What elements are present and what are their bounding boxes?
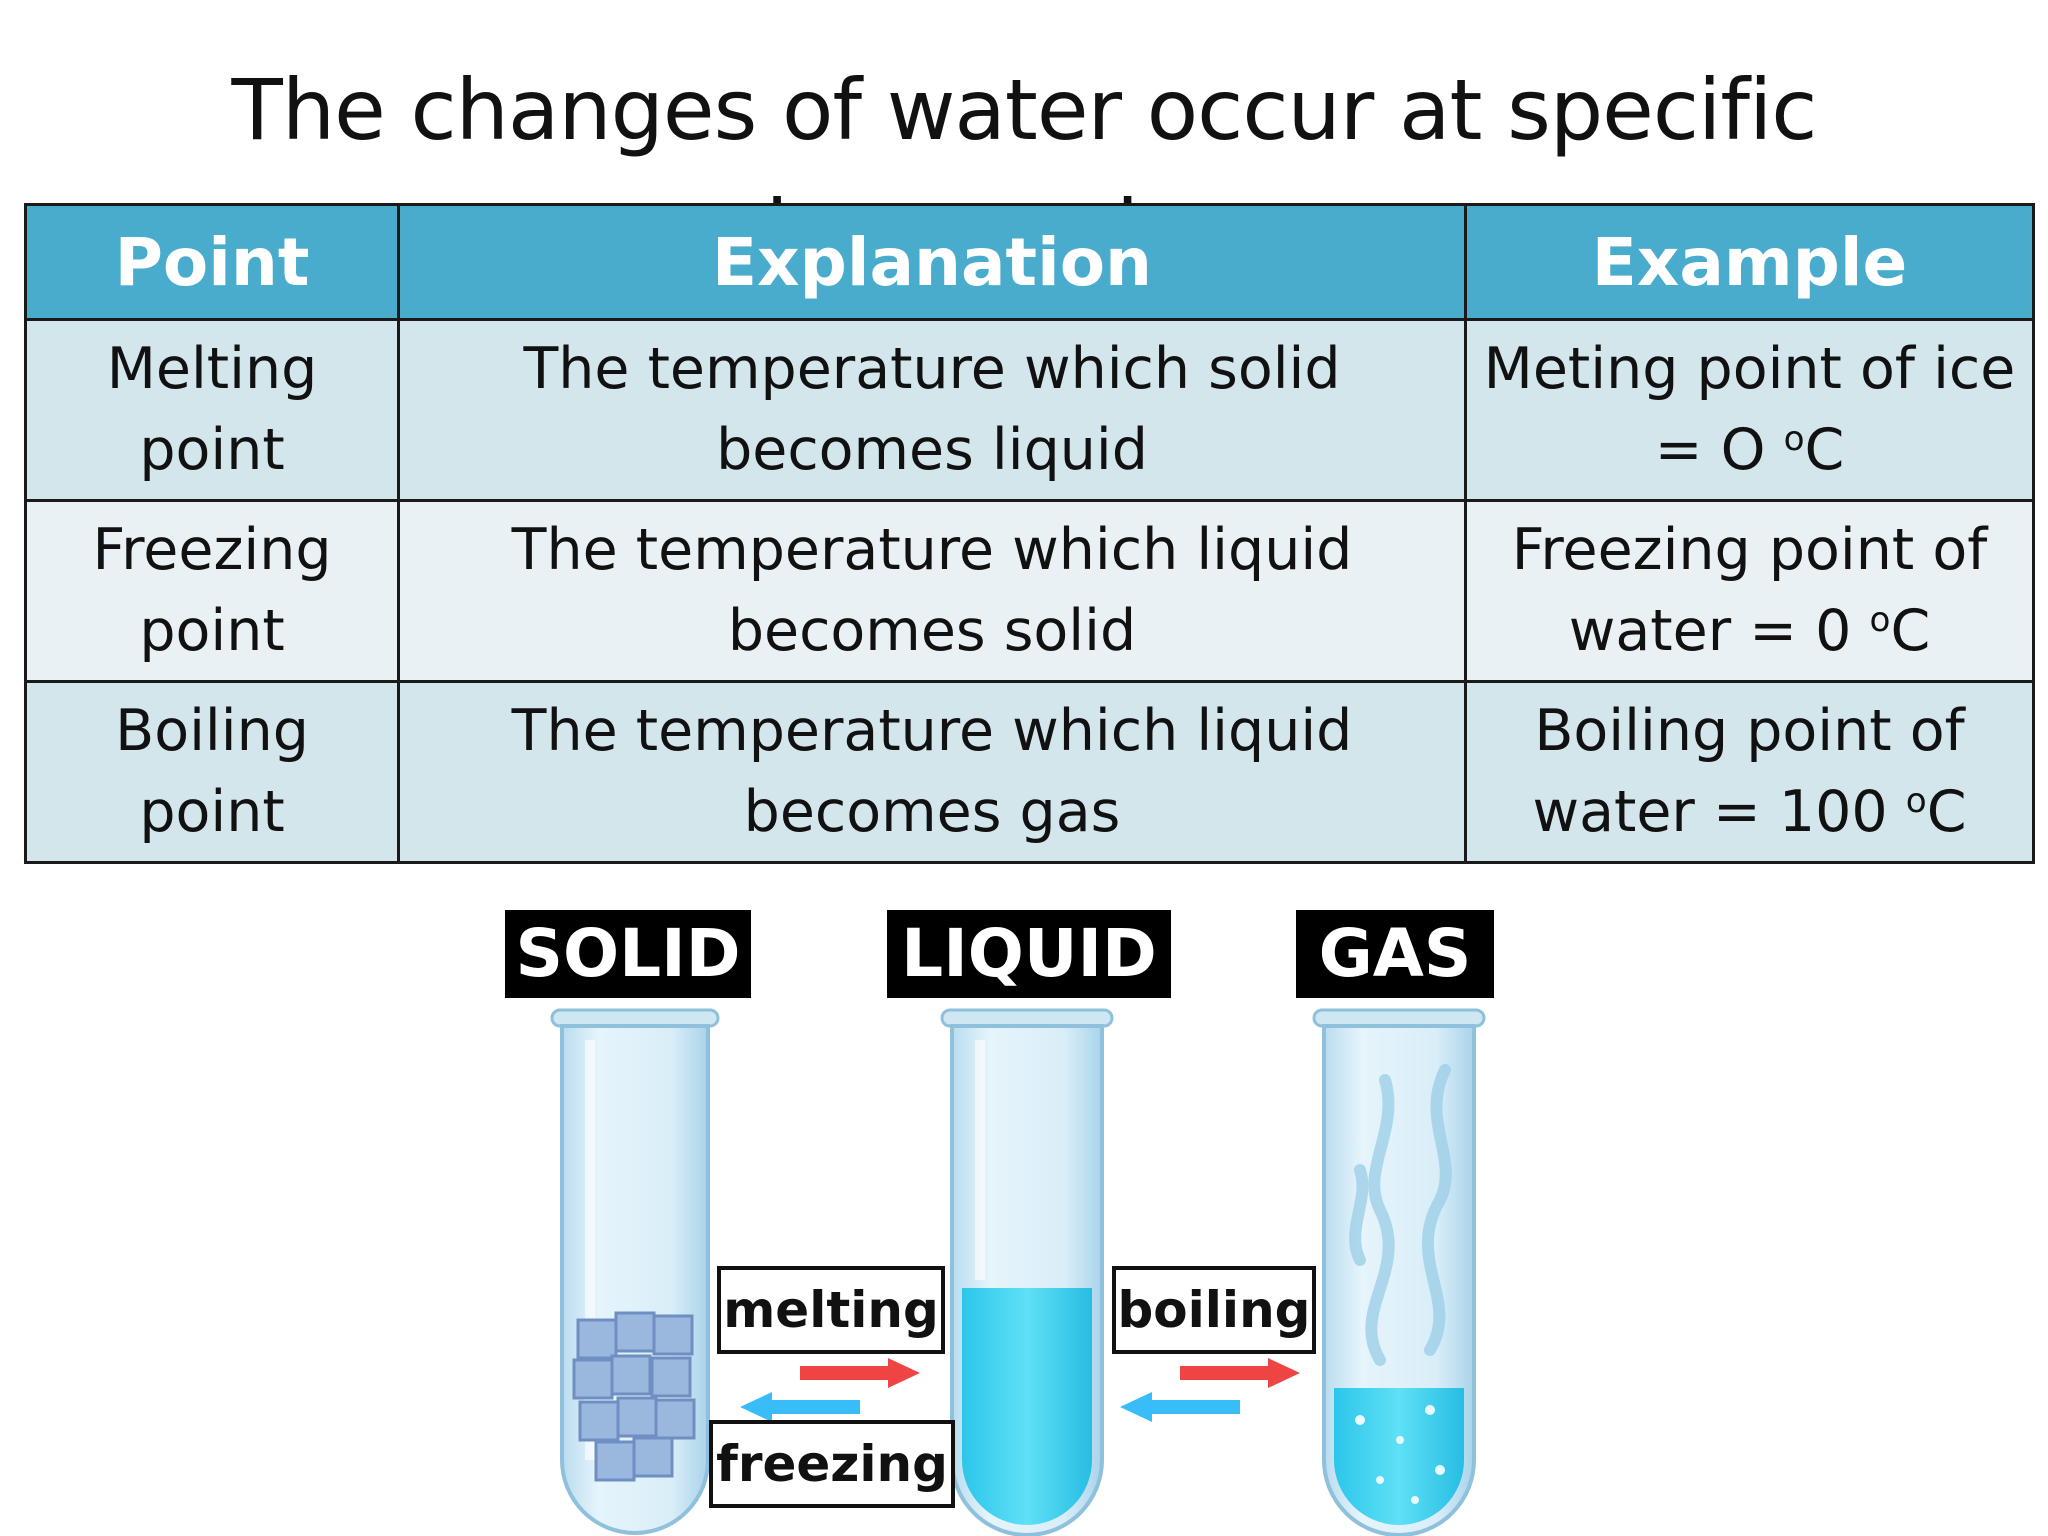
test-tubes-illustration: [550, 1008, 1486, 1536]
boiling-water: [1334, 1388, 1464, 1525]
gas-label: GAS: [1296, 910, 1494, 998]
explanation-line: becomes gas: [743, 779, 1121, 845]
unit: C: [1926, 779, 1967, 845]
gas-test-tube: [1312, 1008, 1486, 1536]
example-value: = O: [1654, 417, 1784, 483]
point-line: Boiling: [115, 698, 309, 764]
point-line: point: [139, 598, 285, 664]
example-cell: Boiling point of water = 100 oC: [1464, 680, 2035, 864]
example-cell: Meting point of ice = O oC: [1464, 318, 2035, 502]
boiling-arrow: [1180, 1358, 1300, 1388]
header-explanation: Explanation: [397, 203, 1467, 321]
explanation-line: becomes solid: [727, 598, 1137, 664]
explanation-cell: The temperature which liquid becomes sol…: [397, 499, 1467, 683]
solid-test-tube: [550, 1008, 720, 1535]
boiling-label: boiling: [1112, 1266, 1316, 1354]
point-cell: Freezing point: [24, 499, 400, 683]
steam-wisps: [1349, 1064, 1452, 1366]
freezing-arrow: [740, 1392, 860, 1422]
explanation-cell: The temperature which liquid becomes gas: [397, 680, 1467, 864]
example-line: Boiling point of: [1534, 698, 1965, 764]
table-row: Boiling point The temperature which liqu…: [24, 680, 2035, 864]
header-example: Example: [1464, 203, 2035, 321]
explanation-line: becomes liquid: [716, 417, 1148, 483]
table-row: Melting point The temperature which soli…: [24, 318, 2035, 502]
ice-cubes: [572, 1311, 696, 1482]
point-line: point: [139, 779, 285, 845]
melting-arrow: [800, 1358, 920, 1388]
degree-symbol: o: [1905, 781, 1927, 822]
unit: C: [1890, 598, 1931, 664]
example-cell: Freezing point of water = 0 oC: [1464, 499, 2035, 683]
unit: C: [1804, 417, 1845, 483]
point-line: point: [139, 417, 285, 483]
point-cell: Melting point: [24, 318, 400, 502]
explanation-line: The temperature which solid: [523, 336, 1341, 402]
degree-symbol: o: [1869, 600, 1891, 641]
bubbles: [1355, 1405, 1445, 1504]
example-line: Meting point of ice: [1483, 336, 2016, 402]
condensing-arrow: [1120, 1392, 1240, 1422]
header-point: Point: [24, 203, 400, 321]
melting-label: melting: [717, 1266, 945, 1354]
example-value: water = 100: [1532, 779, 1906, 845]
explanation-line: The temperature which liquid: [511, 517, 1353, 583]
liquid-test-tube: [940, 1008, 1114, 1536]
liquid-water: [962, 1288, 1092, 1525]
table-row: Freezing point The temperature which liq…: [24, 499, 2035, 683]
degree-symbol: o: [1783, 419, 1805, 460]
example-value: water = 0: [1568, 598, 1870, 664]
explanation-line: The temperature which liquid: [511, 698, 1353, 764]
table-header-row: Point Explanation Example: [24, 203, 2035, 321]
solid-label: SOLID: [505, 910, 751, 998]
explanation-cell: The temperature which solid becomes liqu…: [397, 318, 1467, 502]
liquid-label: LIQUID: [887, 910, 1171, 998]
example-line: Freezing point of: [1511, 517, 1988, 583]
point-line: Melting: [106, 336, 318, 402]
point-cell: Boiling point: [24, 680, 400, 864]
states-of-water-diagram: SOLID LIQUID GAS melting freezing boilin…: [0, 880, 2048, 1536]
point-line: Freezing: [92, 517, 332, 583]
freezing-label: freezing: [709, 1420, 955, 1508]
temperature-points-table: Point Explanation Example Melting point …: [24, 203, 2035, 864]
